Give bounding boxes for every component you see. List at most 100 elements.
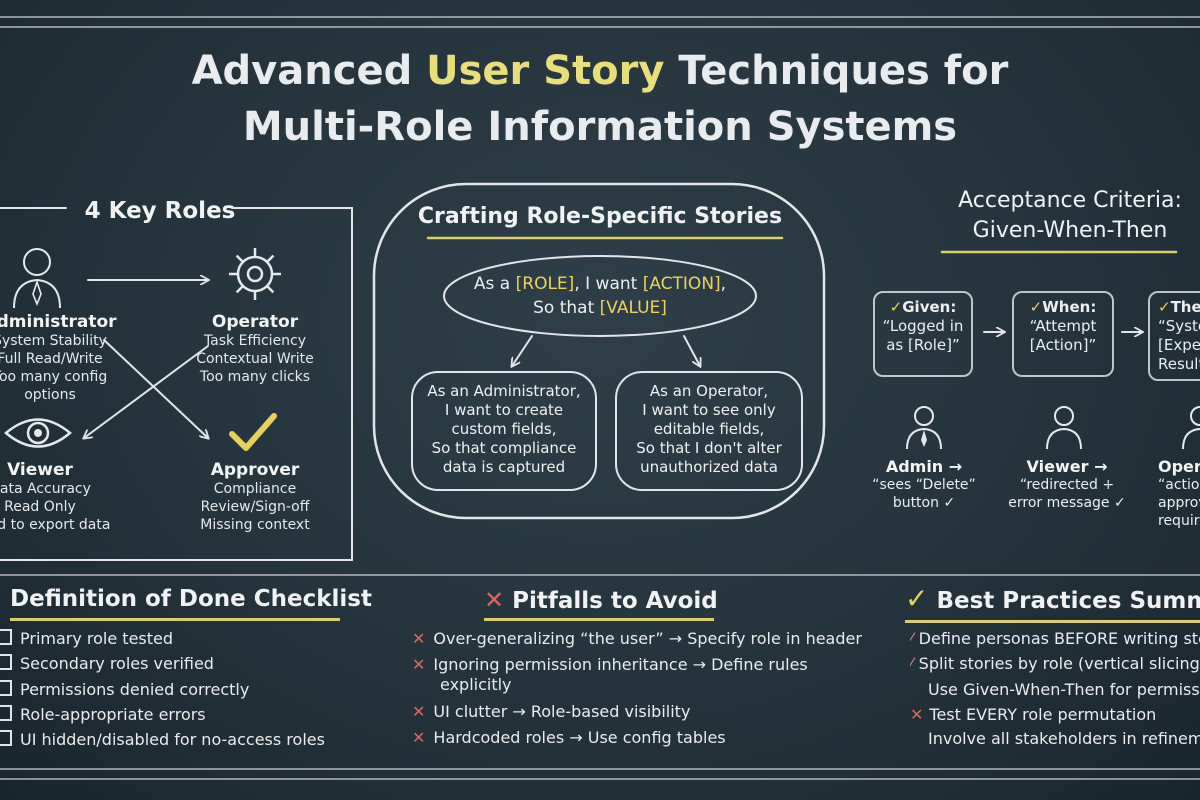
operator-example-line-1: “action — [1158, 477, 1200, 493]
admin-person-icon — [902, 402, 946, 454]
then-line-1: “System — [1158, 317, 1200, 335]
dod-item: UI hidden/disabled for no-access roles — [0, 730, 325, 749]
role-name-approver: Approver — [210, 460, 300, 480]
role-operator-line-2: Contextual Write — [196, 351, 314, 367]
best-item-label: Test EVERY role permutation — [929, 705, 1157, 724]
role-viewer: Viewer Data Accuracy Read Only Need to e… — [0, 460, 120, 534]
admin-example-role: Admin → — [885, 457, 963, 476]
dod-heading-underline — [10, 618, 340, 621]
template-so-that: So that — [533, 298, 600, 318]
x-icon: ✕ — [412, 702, 426, 721]
given-check-icon: ✓ — [889, 298, 903, 316]
story-operator-line-4: So that I don't alter — [636, 439, 782, 457]
pitfall-item-label: Over-generalizing “the user” → Specify r… — [433, 629, 862, 648]
then-label: Then: — [1170, 298, 1200, 316]
dod-item-label: Primary role tested — [20, 629, 174, 648]
when-step: ✓When: “Attempt [Action]” — [1012, 298, 1114, 355]
when-line-2: [Action]” — [1029, 336, 1097, 354]
middle-rule — [0, 574, 1200, 576]
story-operator-line-3: editable fields, — [653, 420, 765, 438]
story-example-operator: As an Operator, I want to see only edita… — [624, 382, 794, 477]
pitfalls-heading-label: Pitfalls to Avoid — [512, 588, 718, 614]
story-template: As a [ROLE], I want [ACTION], So that [V… — [455, 272, 745, 320]
admin-story-box — [411, 371, 597, 491]
given-line-1: “Logged in — [882, 317, 964, 335]
best-item: ⁄ Split stories by role (vertical slicing… — [910, 654, 1200, 673]
best-item-label: Involve all stakeholders in refinement — [928, 729, 1200, 748]
pitfalls-heading: ✕Pitfalls to Avoid — [484, 586, 718, 614]
best-heading: ✓ Best Practices Summary — [905, 582, 1200, 622]
template-comma: , — [720, 274, 727, 294]
top-rule-1 — [0, 16, 1200, 18]
role-viewer-line-1: Data Accuracy — [0, 481, 91, 497]
story-admin-line-3: custom fields, — [451, 420, 557, 438]
when-label: When: — [1042, 298, 1097, 316]
checkbox-icon — [0, 629, 12, 645]
then-line-3: Result]” — [1158, 355, 1200, 373]
role-name-viewer: Viewer — [7, 460, 73, 480]
best-list: ⁄Define personas BEFORE writing stories … — [910, 628, 1200, 748]
title-line-2: Multi-Role Information Systems — [242, 104, 958, 150]
then-check-icon: ✓ — [1158, 298, 1171, 316]
checkbox-icon — [0, 730, 12, 746]
template-i-want: , I want — [574, 274, 643, 294]
title-highlight: User Story — [426, 48, 665, 94]
pitfalls-heading-underline — [484, 618, 714, 621]
story-template-line-1: As a [ROLE], I want [ACTION], — [455, 272, 745, 296]
given-line-2: as [Role]” — [886, 336, 960, 354]
pitfall-item: ✕Ignoring permission inheritance → Defin… — [412, 655, 808, 674]
viewer-example: Viewer → “redirected + error message ✓ — [1002, 458, 1132, 512]
dod-item: Primary role tested — [0, 629, 173, 648]
role-operator: Operator Task Efficiency Contextual Writ… — [180, 312, 330, 386]
pitfall-item-continuation: explicitly — [440, 675, 512, 694]
template-as-a: As a — [473, 274, 516, 294]
story-admin-line-2: I want to create — [444, 401, 564, 419]
role-administrator: Administrator System Stability Full Read… — [0, 312, 130, 404]
pitfall-item-label: Ignoring permission inheritance → Define… — [433, 655, 808, 674]
stories-heading: Crafting Role-Specific Stories — [417, 204, 783, 229]
viewer-example-role: Viewer → — [1026, 457, 1108, 476]
best-heading-label: Best Practices Summary — [936, 588, 1200, 614]
acceptance-heading-line-2: Given-When-Then — [972, 218, 1168, 243]
arrow-template-to-admin-story — [512, 335, 533, 366]
operator-person-icon — [1178, 402, 1200, 454]
then-step-box — [1148, 291, 1200, 381]
bottom-rule-2 — [0, 778, 1200, 780]
arrow-operator-to-viewer — [84, 345, 209, 438]
story-operator-line-1: As an Operator, — [649, 382, 769, 400]
best-check-icon: ✓ — [905, 582, 929, 615]
best-item: Involve all stakeholders in refinement — [928, 729, 1200, 748]
role-name-operator: Operator — [211, 312, 299, 332]
given-step: ✓Given: “Logged in as [Role]” — [873, 298, 973, 355]
tick-icon: ⁄ — [910, 654, 913, 673]
checkbox-icon — [0, 680, 12, 696]
administrator-icon — [6, 242, 68, 314]
pitfall-item-label: UI clutter → Role-based visibility — [433, 702, 691, 721]
role-viewer-line-2: Read Only — [4, 499, 76, 515]
roles-heading: 4 Key Roles — [84, 198, 236, 224]
story-admin-line-4: So that compliance — [431, 439, 577, 457]
story-example-administrator: As an Administrator, I want to create cu… — [420, 382, 588, 477]
arrow-admin-to-approver — [103, 339, 208, 438]
role-approver: Approver Compliance Review/Sign-off Miss… — [180, 460, 330, 534]
role-admin-line-1: System Stability — [0, 333, 107, 349]
dod-item: Secondary roles verified — [0, 654, 214, 673]
dod-item-label: Permissions denied correctly — [20, 680, 250, 699]
role-operator-line-1: Task Efficiency — [203, 333, 307, 349]
pitfall-item: ✕ UI clutter → Role-based visibility — [412, 702, 690, 721]
role-viewer-line-3: Need to export data — [0, 517, 111, 533]
given-label: Given: — [902, 298, 957, 316]
best-item-label: Split stories by role (vertical slicing) — [918, 654, 1200, 673]
story-operator-line-2: I want to see only — [642, 401, 776, 419]
when-step-box — [1012, 291, 1114, 377]
role-admin-line-2: Full Read/Write — [0, 351, 103, 367]
admin-example: Admin → “sees “Delete” button ✓ — [868, 458, 980, 512]
best-item: ⁄Define personas BEFORE writing stories — [910, 629, 1200, 648]
when-line-1: “Attempt — [1029, 317, 1097, 335]
tick-icon: ⁄ — [910, 629, 913, 648]
best-heading-underline — [905, 620, 1200, 623]
operator-example-role: Operator → — [1158, 458, 1200, 476]
then-line-2: [Expected — [1158, 336, 1200, 354]
